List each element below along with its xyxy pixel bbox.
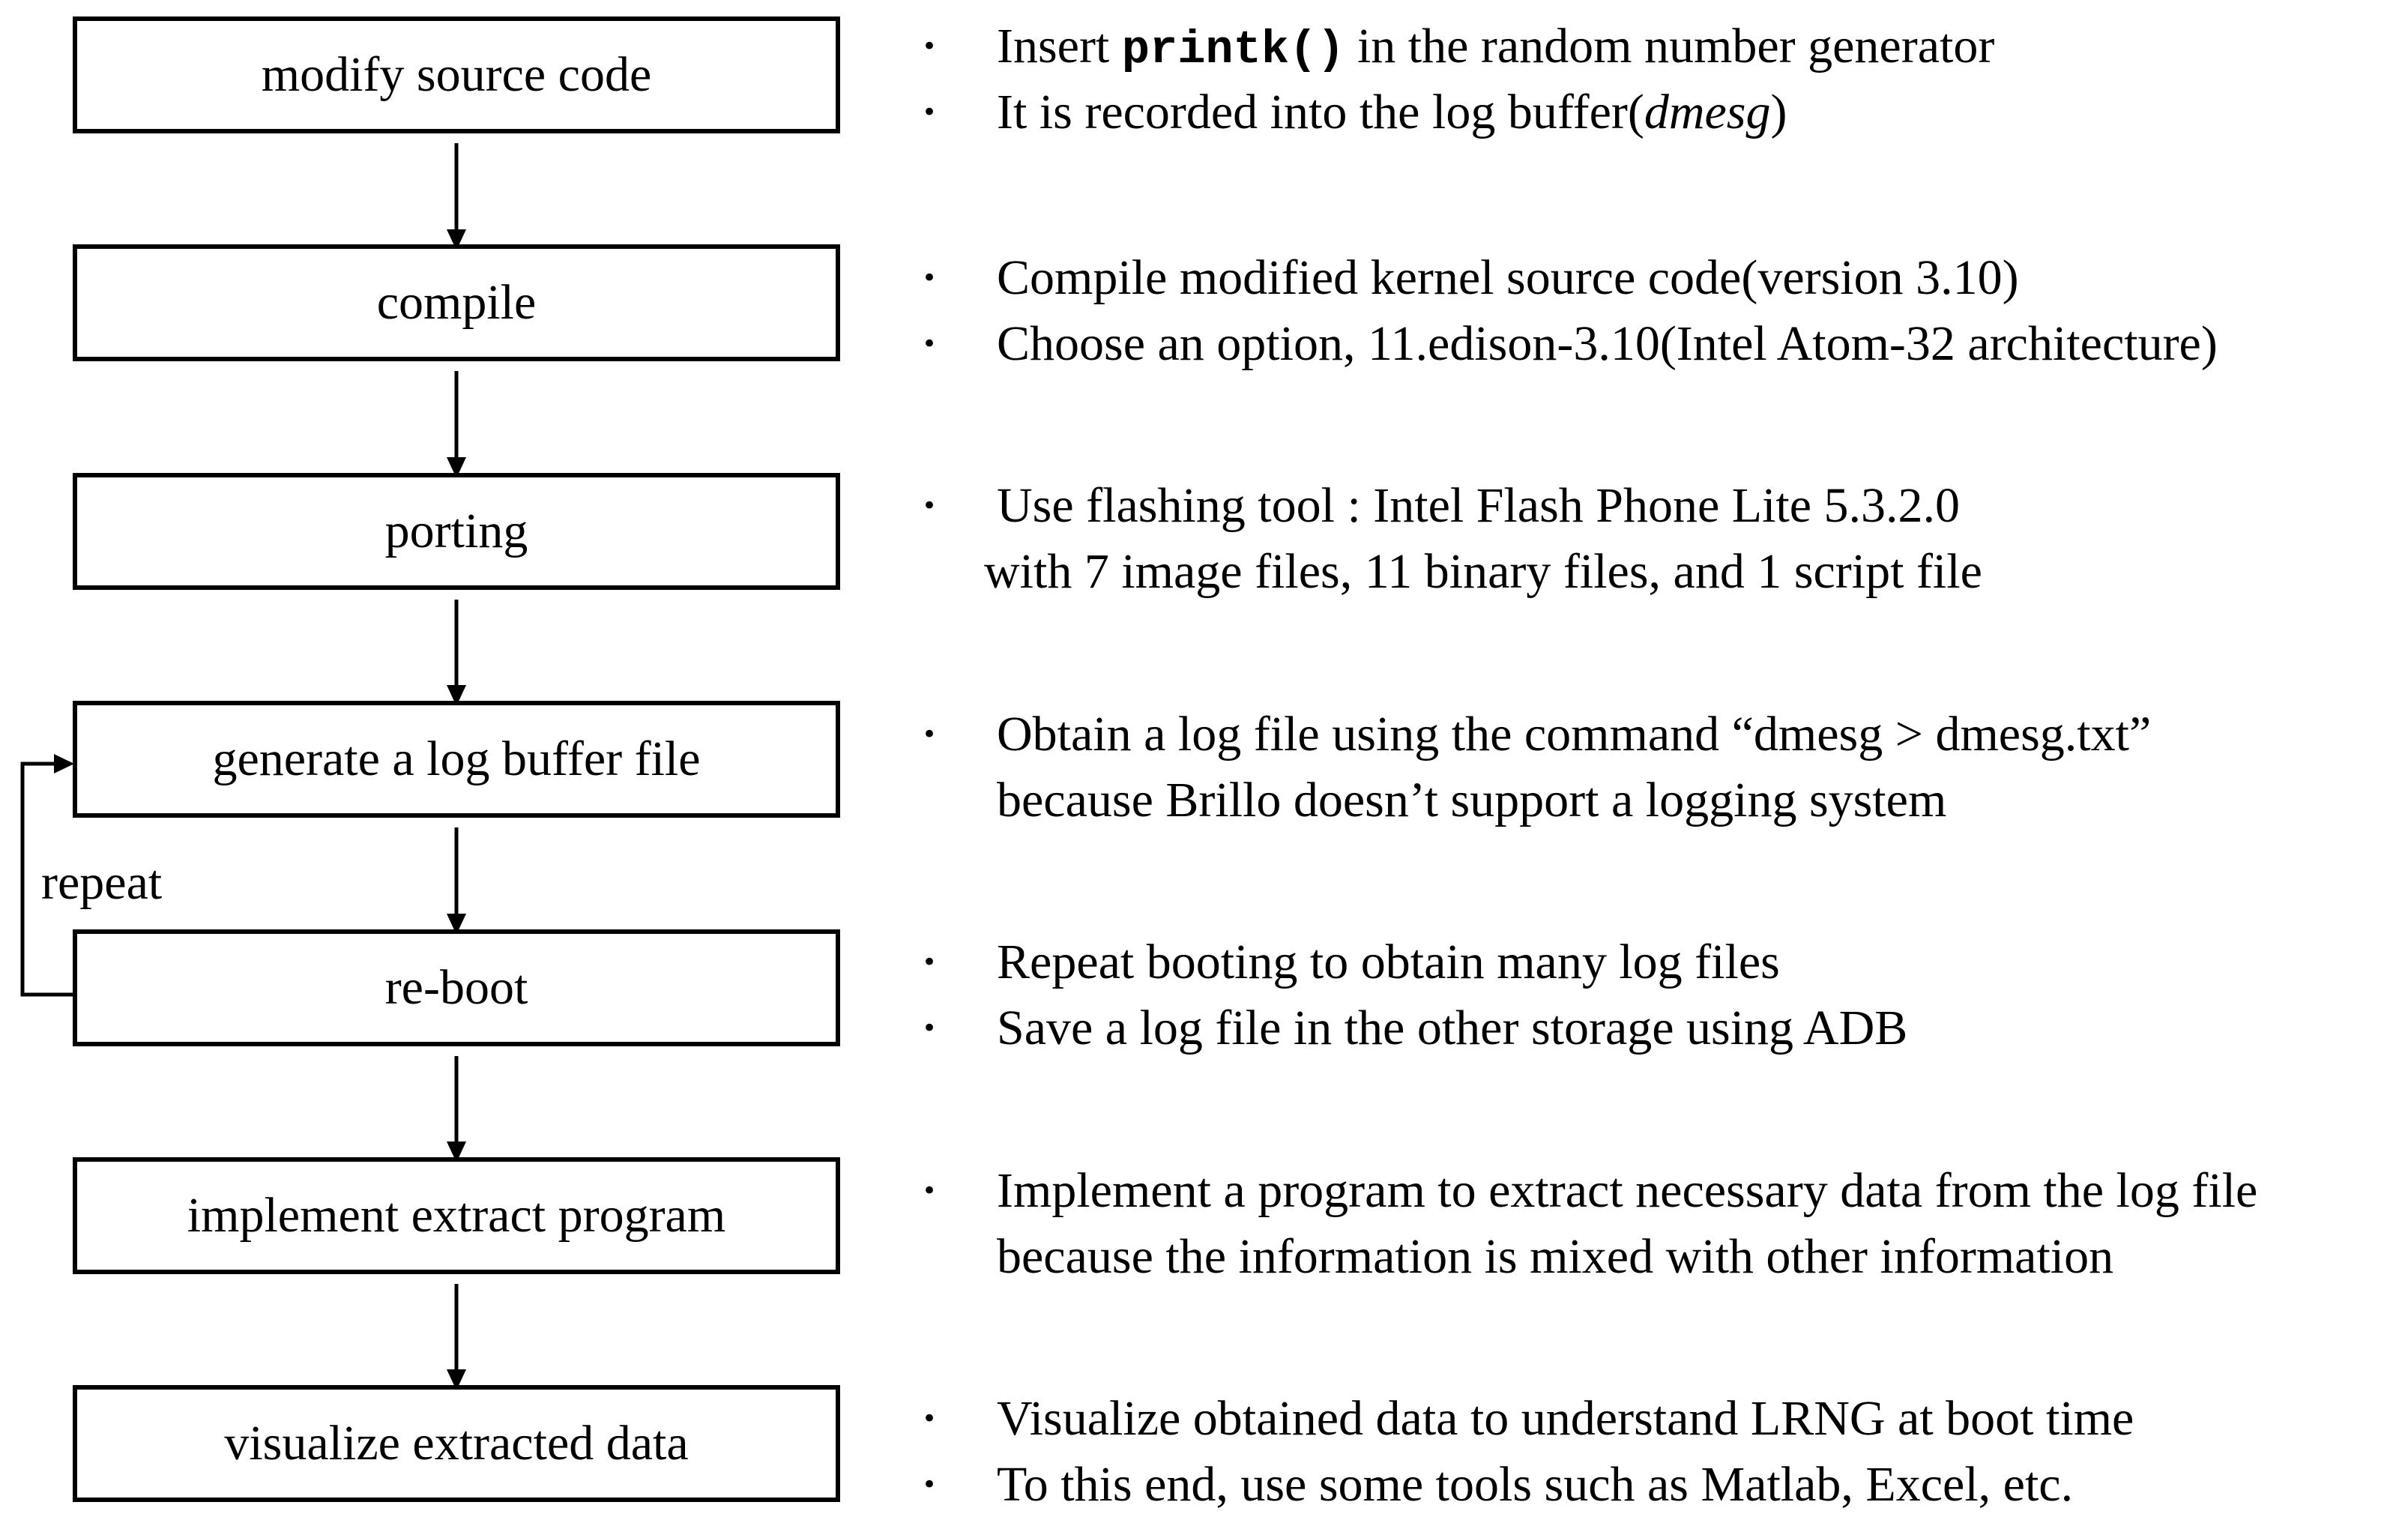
note-text: Save a log file in the other storage usi…	[997, 1001, 1908, 1055]
bullet-icon: •	[922, 1176, 938, 1206]
bullet-icon: •	[922, 1013, 938, 1043]
note-text-segment: in the random number generator	[1345, 19, 1995, 73]
repeat-loop-label: repeat	[41, 855, 163, 910]
step-label: re-boot	[384, 960, 528, 1015]
arrowhead-reboot	[447, 914, 466, 935]
repeat-loop-line	[20, 762, 73, 997]
note-text: Repeat booting to obtain many log files	[997, 935, 1780, 989]
note-text: with 7 image files, 11 binary files, and…	[984, 544, 1982, 599]
bullet-icon: •	[922, 97, 938, 127]
note-text: It is recorded into the log buffer(dmesg…	[997, 79, 1787, 145]
arrowhead-implement	[447, 1142, 466, 1162]
step-label: modify source code	[261, 47, 652, 102]
step-label: porting	[384, 504, 528, 558]
bullet-icon: •	[922, 329, 938, 359]
note-text-segment: )	[1770, 85, 1787, 139]
note-text-segment: Insert	[997, 19, 1122, 73]
note-text: because the information is mixed with ot…	[997, 1229, 2114, 1284]
bullet-icon: •	[922, 263, 938, 293]
step-label: implement extract program	[187, 1188, 726, 1243]
step-porting: porting	[73, 473, 840, 590]
arrowhead-repeat	[54, 754, 74, 773]
note-text: Implement a program to extract necessary…	[997, 1163, 2258, 1218]
note-text: To this end, use some tools such as Matl…	[997, 1457, 2074, 1512]
note-text: Choose an option, 11.edison-3.10(Intel A…	[997, 316, 2218, 371]
bullet-icon: •	[922, 1404, 938, 1434]
note-text: Insert printk() in the random number gen…	[997, 13, 1994, 83]
step-label: compile	[376, 275, 537, 330]
note-text: Use flashing tool : Intel Flash Phone Li…	[997, 478, 1961, 533]
note-text: Visualize obtained data to understand LR…	[997, 1391, 2134, 1446]
bullet-icon: •	[922, 491, 938, 521]
step-compile: compile	[73, 244, 840, 361]
arrowhead-compile	[447, 229, 466, 250]
note-text: Obtain a log file using the command “dme…	[997, 707, 2152, 762]
step-generate-log-buffer-file: generate a log buffer file	[73, 701, 840, 818]
step-modify-source-code: modify source code	[73, 16, 840, 133]
arrowhead-visualize	[447, 1369, 466, 1390]
note-text: Compile modified kernel source code(vers…	[997, 250, 2019, 305]
bullet-icon: •	[922, 31, 938, 61]
step-implement-extract-program: implement extract program	[73, 1157, 840, 1274]
step-visualize-extracted-data: visualize extracted data	[73, 1385, 840, 1502]
italic-dmesg: dmesg	[1644, 85, 1771, 139]
arrowhead-porting	[447, 457, 466, 478]
step-label: generate a log buffer file	[212, 732, 701, 786]
note-text: because Brillo doesn’t support a logging…	[997, 773, 1947, 827]
step-re-boot: re-boot	[73, 929, 840, 1046]
arrowhead-generate	[447, 685, 466, 706]
bullet-icon: •	[922, 720, 938, 750]
note-text-segment: It is recorded into the log buffer(	[997, 85, 1644, 139]
bullet-icon: •	[922, 947, 938, 977]
code-printk: printk()	[1121, 23, 1345, 76]
step-label: visualize extracted data	[224, 1416, 689, 1471]
bullet-icon: •	[922, 1470, 938, 1500]
